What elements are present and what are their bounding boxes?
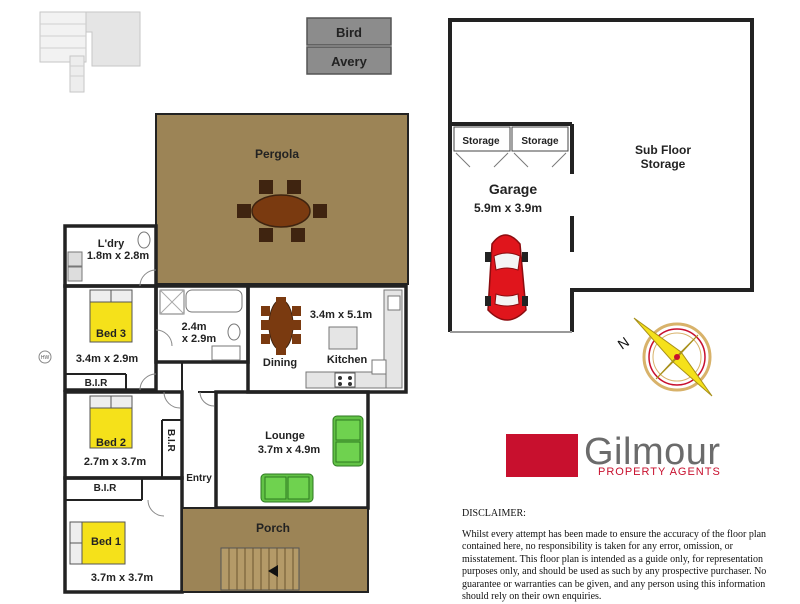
bed3-furniture — [89, 289, 133, 343]
garage-walls — [448, 18, 754, 332]
laundry-label: L'dry — [98, 238, 125, 250]
compass-north-label: N — [615, 334, 632, 353]
gilmour-logo-word: Gilmour — [584, 431, 721, 473]
lounge-size: 3.7m x 4.9m — [258, 444, 321, 456]
hot-water-marker: HW — [38, 350, 52, 364]
bed1-label: Bed 1 — [91, 536, 121, 548]
gilmour-tagline: PROPERTY AGENTS — [598, 466, 721, 478]
pergola-label: Pergola — [255, 147, 299, 161]
porch-stairs — [220, 547, 300, 591]
lounge-sofas — [260, 415, 364, 503]
storage1-label: Storage — [462, 136, 500, 147]
bed1-size: 3.7m x 3.7m — [91, 572, 154, 584]
lounge-label: Lounge — [265, 430, 305, 442]
car-icon — [485, 234, 528, 321]
bath-size-1: 2.4m — [181, 321, 206, 333]
avery-label: Avery — [331, 54, 367, 69]
bed3-label: Bed 3 — [96, 328, 126, 340]
laundry-fixtures — [67, 231, 151, 282]
bir3-label: B.I.R — [94, 483, 118, 494]
subfloor-label-2: Storage — [641, 157, 686, 171]
bir2-label: B.I.R — [165, 429, 176, 453]
disclaimer-line: Whilst every attempt has been made to en… — [462, 528, 767, 540]
bed3-size: 3.4m x 2.9m — [76, 353, 139, 365]
disclaimer-line: contained here, no responsibility is tak… — [462, 541, 733, 552]
dining-label: Dining — [263, 357, 297, 369]
bird-sign: Bird — [306, 17, 392, 46]
garage-size: 5.9m x 3.9m — [474, 201, 542, 215]
garage-label: Garage — [489, 181, 537, 197]
kitchen-size: 3.4m x 5.1m — [310, 309, 373, 321]
avery-sign: Avery — [306, 46, 392, 75]
bed2-label: Bed 2 — [96, 437, 126, 449]
disclaimer-line: guarantee or warranties can be given, an… — [462, 578, 766, 590]
garden-shed-sketch — [39, 11, 141, 93]
bed2-size: 2.7m x 3.7m — [84, 456, 147, 468]
disclaimer-line: should rely on their own enquiries. — [462, 591, 602, 602]
arrow-left-icon — [268, 565, 278, 577]
bir1-label: B.I.R — [85, 378, 109, 389]
storage-cupboards — [453, 126, 569, 168]
entry-label: Entry — [186, 473, 212, 484]
outdoor-dining-set — [237, 180, 327, 242]
disclaimer-heading: DISCLAIMER: — [462, 508, 526, 519]
storage2-label: Storage — [521, 136, 559, 147]
kitchen-fixtures — [305, 289, 403, 389]
kitchen-label: Kitchen — [327, 354, 368, 366]
interior-partitions — [65, 362, 216, 501]
bird-label: Bird — [336, 25, 362, 40]
door-swings — [139, 269, 215, 517]
dining-table-set — [261, 297, 301, 355]
laundry-size: 1.8m x 2.8m — [87, 250, 150, 262]
compass-icon: N — [615, 317, 713, 397]
subfloor-label-1: Sub Floor — [635, 143, 691, 157]
bath-size-2: x 2.9m — [182, 333, 216, 345]
gilmour-logo-mark — [506, 434, 578, 477]
disclaimer: DISCLAIMER: Whilst every attempt has bee… — [462, 508, 792, 604]
disclaimer-line: purposes only, and should be used as suc… — [462, 566, 767, 577]
porch-label: Porch — [256, 521, 290, 535]
bed2-furniture — [89, 395, 133, 449]
bed1-furniture — [69, 521, 126, 565]
hw-label: HW — [41, 355, 50, 361]
bathroom-fixtures — [159, 289, 243, 361]
disclaimer-line: misstatement. This floor plan is intende… — [462, 553, 764, 565]
